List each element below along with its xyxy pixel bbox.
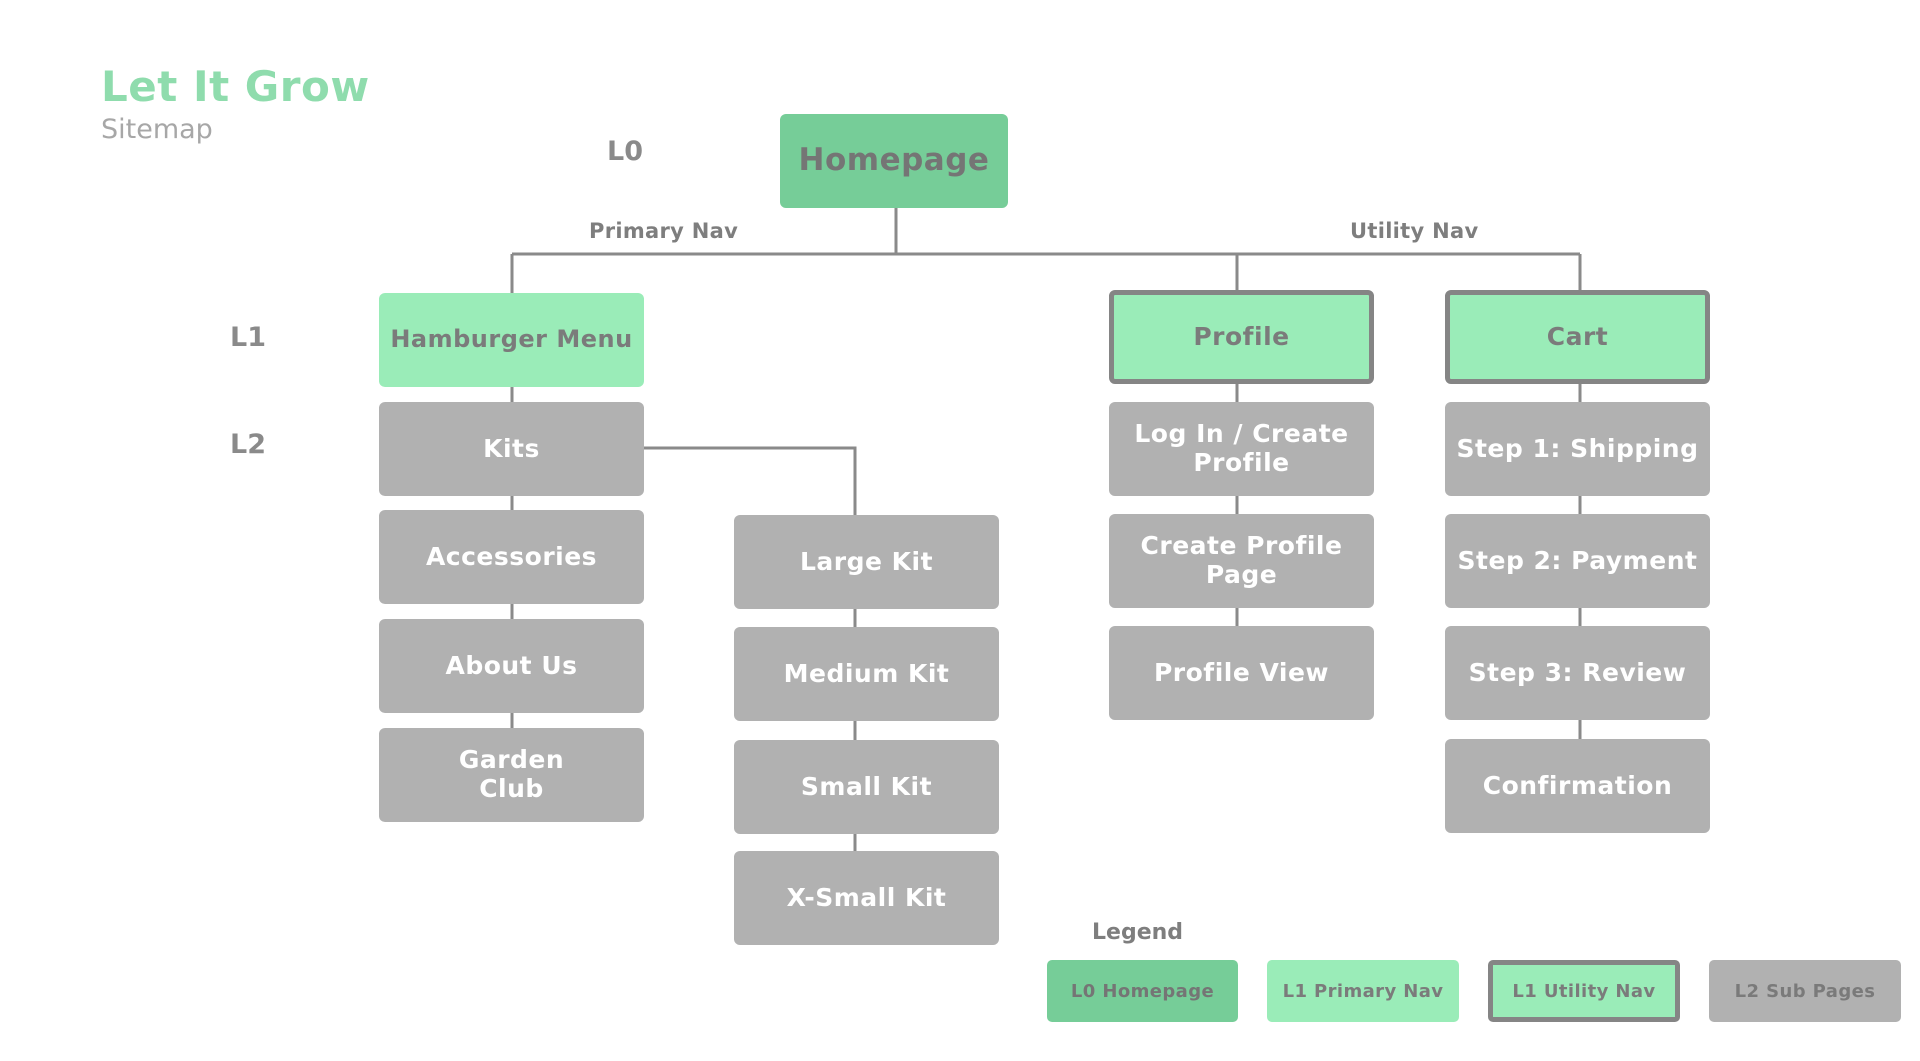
- node-profile-view: Profile View: [1109, 626, 1374, 720]
- node-profile: Profile: [1109, 290, 1374, 384]
- level-label-l0: L0: [607, 136, 643, 167]
- node-medium-kit: Medium Kit: [734, 627, 999, 721]
- node-create-profile-page: Create Profile Page: [1109, 514, 1374, 608]
- legend-title: Legend: [1092, 920, 1184, 945]
- connector-kits-branch: [643, 446, 857, 517]
- node-kits: Kits: [379, 402, 644, 496]
- legend-l0-homepage: L0 Homepage: [1047, 960, 1238, 1022]
- node-accessories: Accessories: [379, 510, 644, 604]
- page-title: Let It Grow: [101, 62, 370, 111]
- page-subtitle: Sitemap: [101, 114, 213, 145]
- node-about-us: About Us: [379, 619, 644, 713]
- node-hamburger-menu: Hamburger Menu: [379, 293, 644, 387]
- node-step-2-payment: Step 2: Payment: [1445, 514, 1710, 608]
- node-large-kit: Large Kit: [734, 515, 999, 609]
- node-x-small-kit: X-Small Kit: [734, 851, 999, 945]
- legend-l2-sub-pages: L2 Sub Pages: [1709, 960, 1901, 1022]
- legend-l1-primary-nav: L1 Primary Nav: [1267, 960, 1459, 1022]
- node-homepage: Homepage: [780, 114, 1008, 208]
- primary-nav-label: Primary Nav: [589, 219, 739, 243]
- utility-nav-label: Utility Nav: [1350, 219, 1479, 243]
- legend-l1-utility-nav: L1 Utility Nav: [1488, 960, 1680, 1022]
- level-label-l1: L1: [230, 322, 266, 353]
- node-small-kit: Small Kit: [734, 740, 999, 834]
- node-confirmation: Confirmation: [1445, 739, 1710, 833]
- level-label-l2: L2: [230, 429, 266, 460]
- node-cart: Cart: [1445, 290, 1710, 384]
- node-step-1-shipping: Step 1: Shipping: [1445, 402, 1710, 496]
- node-step-3-review: Step 3: Review: [1445, 626, 1710, 720]
